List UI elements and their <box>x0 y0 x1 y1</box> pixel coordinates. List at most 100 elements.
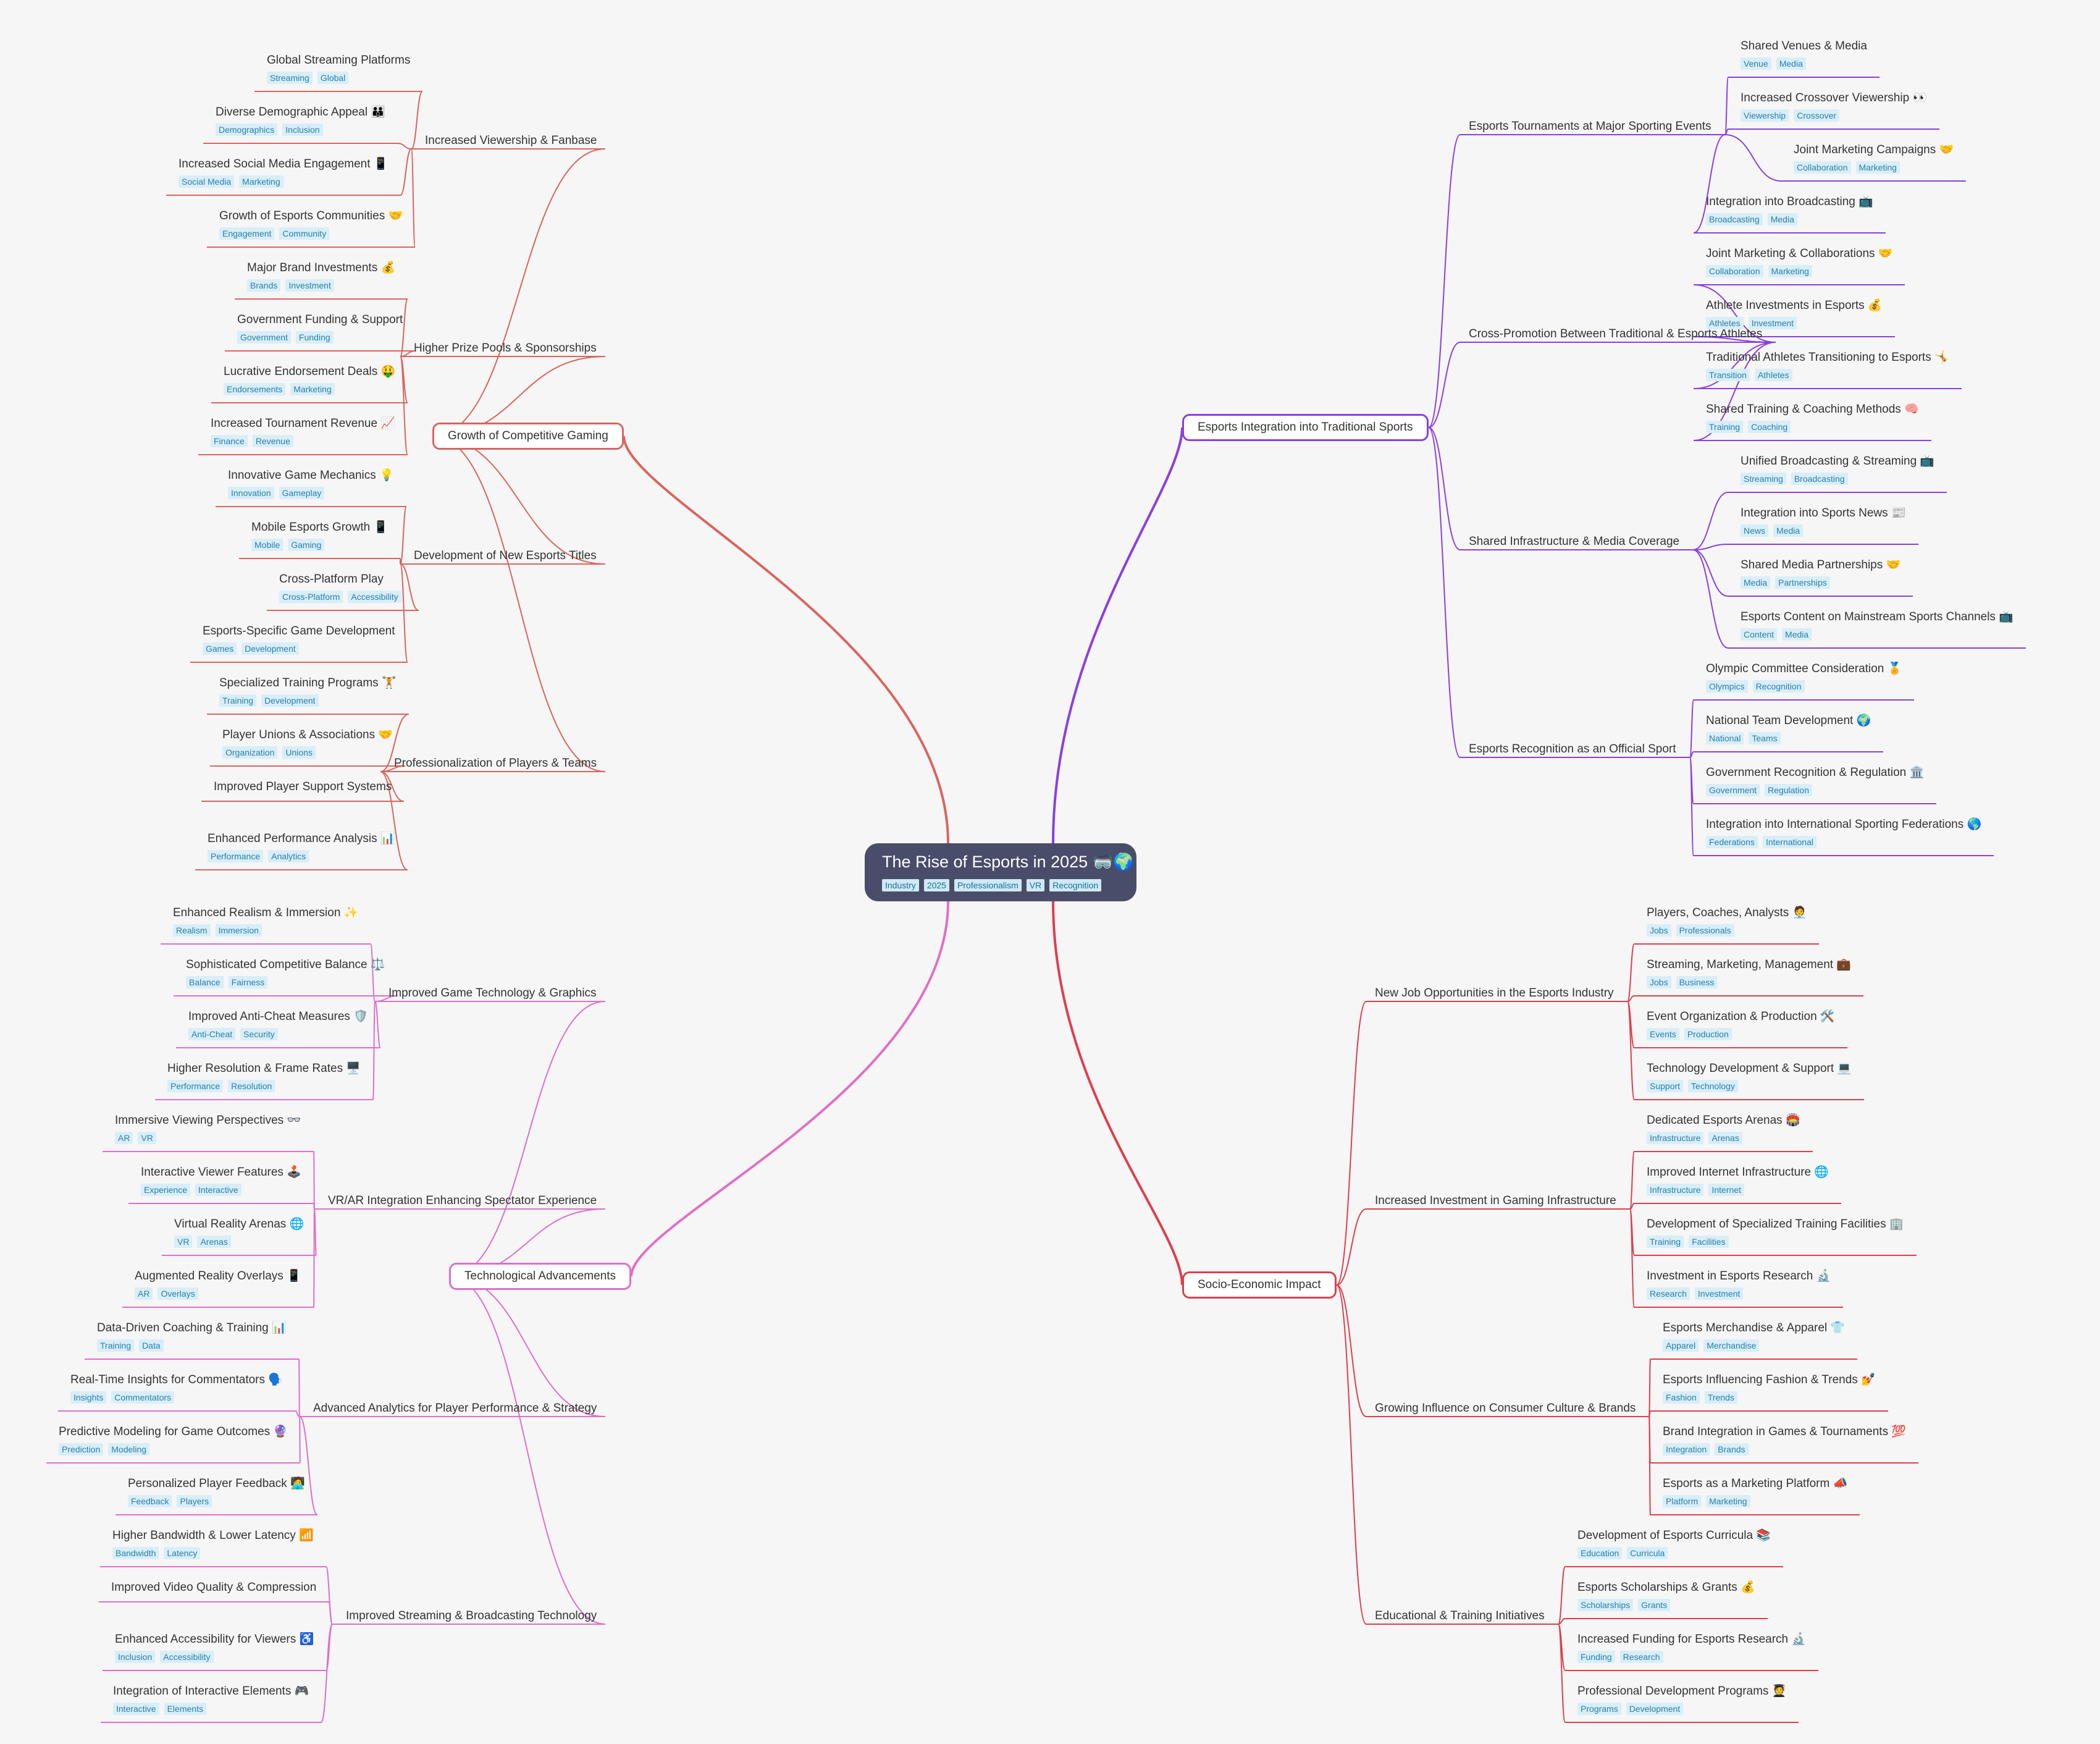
leaf-node[interactable]: Brand Integration in Games & Tournaments… <box>1663 1424 1906 1455</box>
tag-badge: Marketing <box>1706 1495 1750 1507</box>
leaf-node[interactable]: Predictive Modeling for Game Outcomes 🔮P… <box>59 1424 288 1455</box>
leaf-node[interactable]: Joint Marketing & Collaborations 🤝Collab… <box>1706 246 1892 277</box>
leaf-node[interactable]: Personalized Player Feedback 🧑‍💻Feedback… <box>128 1476 305 1507</box>
category-link <box>1428 427 1461 758</box>
leaf-node[interactable]: Real-Time Insights for Commentators 🗣️In… <box>70 1372 283 1404</box>
leaf-node[interactable]: Sophisticated Competitive Balance ⚖️Bala… <box>186 957 385 988</box>
category-node-growth[interactable]: Growth of Competitive Gaming <box>432 423 624 450</box>
leaf-node[interactable]: Professional Development Programs 🧑‍🎓Pro… <box>1577 1683 1786 1715</box>
leaf-node[interactable]: Higher Bandwidth & Lower Latency 📶Bandwi… <box>112 1528 314 1559</box>
leaf-node[interactable]: Esports Content on Mainstream Sports Cha… <box>1741 609 2014 641</box>
leaf-node[interactable]: Improved Video Quality & Compression <box>111 1580 316 1596</box>
subtopic-label[interactable]: Growing Influence on Consumer Culture & … <box>1375 1402 1636 1415</box>
leaf-node[interactable]: Athlete Investments in Esports 💰Athletes… <box>1706 298 1883 329</box>
leaf-label: Esports Content on Mainstream Sports Cha… <box>1741 610 2014 623</box>
leaf-label: Predictive Modeling for Game Outcomes 🔮 <box>59 1425 288 1438</box>
subtopic-label[interactable]: Shared Infrastructure & Media Coverage <box>1469 535 1680 548</box>
leaf-node[interactable]: Increased Crossover Viewership 👀Viewersh… <box>1741 90 1927 122</box>
leaf-node[interactable]: Diverse Demographic Appeal 👪Demographics… <box>216 104 385 136</box>
leaf-node[interactable]: Traditional Athletes Transitioning to Es… <box>1706 350 1949 381</box>
subtopic-label[interactable]: Development of New Esports Titles <box>414 549 597 562</box>
leaf-node[interactable]: Enhanced Accessibility for Viewers ♿Incl… <box>115 1632 314 1663</box>
tag-badge: Technology <box>1688 1080 1738 1092</box>
leaf-node[interactable]: Olympic Committee Consideration 🏅Olympic… <box>1706 661 1902 693</box>
leaf-node[interactable]: Improved Internet Infrastructure 🌐Infras… <box>1647 1165 1829 1196</box>
leaf-node[interactable]: Esports Influencing Fashion & Trends 💅Fa… <box>1663 1372 1876 1404</box>
leaf-node[interactable]: Event Organization & Production 🛠️Events… <box>1647 1009 1835 1040</box>
leaf-node[interactable]: Improved Anti-Cheat Measures 🛡️Anti-Chea… <box>188 1009 368 1040</box>
subtopic-label[interactable]: Esports Tournaments at Major Sporting Ev… <box>1469 120 1712 133</box>
leaf-node[interactable]: Higher Resolution & Frame Rates 🖥️Perfor… <box>167 1061 361 1092</box>
category-node-socio[interactable]: Socio-Economic Impact <box>1182 1271 1337 1299</box>
tag-badge: Production <box>1684 1028 1732 1040</box>
leaf-node[interactable]: Government Recognition & Regulation 🏛️Go… <box>1706 765 1924 796</box>
tag-badge: Collaboration <box>1794 161 1851 174</box>
leaf-node[interactable]: Interactive Viewer Features 🕹️Experience… <box>141 1165 301 1196</box>
subtopic-label[interactable]: Educational & Training Initiatives <box>1375 1609 1545 1622</box>
leaf-node[interactable]: Shared Training & Coaching Methods 🧠Trai… <box>1706 402 1919 433</box>
subtopic-label[interactable]: Improved Streaming & Broadcasting Techno… <box>346 1609 597 1622</box>
leaf-node[interactable]: Investment in Esports Research 🔬Research… <box>1647 1268 1831 1300</box>
subtopic-label[interactable]: Advanced Analytics for Player Performanc… <box>313 1402 597 1415</box>
leaf-node[interactable]: Integration into Broadcasting 📺Broadcast… <box>1706 194 1873 225</box>
leaf-node[interactable]: Esports Scholarships & Grants 💰Scholarsh… <box>1577 1580 1755 1611</box>
subtopic-label[interactable]: VR/AR Integration Enhancing Spectator Ex… <box>328 1194 597 1207</box>
leaf-label: Diverse Demographic Appeal 👪 <box>216 106 386 119</box>
leaf-node[interactable]: Increased Funding for Esports Research 🔬… <box>1577 1632 1806 1663</box>
leaf-node[interactable]: Integration of Interactive Elements 🎮Int… <box>113 1683 309 1715</box>
subtopic-label[interactable]: Cross-Promotion Between Traditional & Es… <box>1469 327 1763 340</box>
leaf-node[interactable]: Improved Player Support Systems <box>214 779 392 795</box>
leaf-node[interactable]: Esports as a Marketing Platform 📣Platfor… <box>1663 1476 1847 1507</box>
tag-badge: Realism <box>173 924 211 937</box>
leaf-node[interactable]: Player Unions & Associations 🤝Organizati… <box>222 727 393 759</box>
leaf-node[interactable]: Development of Esports Curricula 📚Educat… <box>1577 1528 1771 1559</box>
tag-badge: Platform <box>1663 1495 1702 1507</box>
subtopic-link <box>1692 492 1729 550</box>
leaf-node[interactable]: Specialized Training Programs 🏋️Training… <box>219 675 397 707</box>
subtopic-label[interactable]: Increased Viewership & Fanbase <box>425 134 597 147</box>
subtopic-label[interactable]: Professionalization of Players & Teams <box>394 757 597 770</box>
subtopic-label[interactable]: Higher Prize Pools & Sponsorships <box>414 342 597 355</box>
leaf-node[interactable]: Lucrative Endorsement Deals 🤑Endorsement… <box>224 364 395 395</box>
leaf-node[interactable]: Enhanced Performance Analysis 📊Performan… <box>208 831 395 862</box>
leaf-node[interactable]: Dedicated Esports Arenas 🏟️Infrastructur… <box>1647 1113 1800 1144</box>
leaf-node[interactable]: Joint Marketing Campaigns 🤝Collaboration… <box>1794 142 1954 174</box>
category-node-tech[interactable]: Technological Advancements <box>449 1263 632 1290</box>
subtopic-link <box>1558 1618 1566 1625</box>
leaf-node[interactable]: Unified Broadcasting & Streaming 📺Stream… <box>1741 453 1934 485</box>
leaf-node[interactable]: Growth of Esports Communities 🤝Engagemen… <box>219 208 403 240</box>
leaf-node[interactable]: Development of Specialized Training Faci… <box>1647 1216 1904 1248</box>
leaf-node[interactable]: Increased Social Media Engagement 📱Socia… <box>178 156 388 188</box>
leaf-node[interactable]: Data-Driven Coaching & Training 📊Trainin… <box>97 1320 287 1352</box>
tag-badge: Elements <box>164 1703 206 1715</box>
leaf-node[interactable]: Technology Development & Support 💻Suppor… <box>1647 1061 1852 1092</box>
subtopic-label[interactable]: Increased Investment in Gaming Infrastru… <box>1375 1194 1616 1207</box>
subtopic-label[interactable]: New Job Opportunities in the Esports Ind… <box>1375 987 1614 1000</box>
subtopic-label[interactable]: Improved Game Technology & Graphics <box>388 987 597 1000</box>
category-node-integration[interactable]: Esports Integration into Traditional Spo… <box>1182 414 1429 441</box>
subtopic-label[interactable]: Esports Recognition as an Official Sport <box>1469 743 1676 756</box>
leaf-node[interactable]: Integration into International Sporting … <box>1706 817 1981 848</box>
